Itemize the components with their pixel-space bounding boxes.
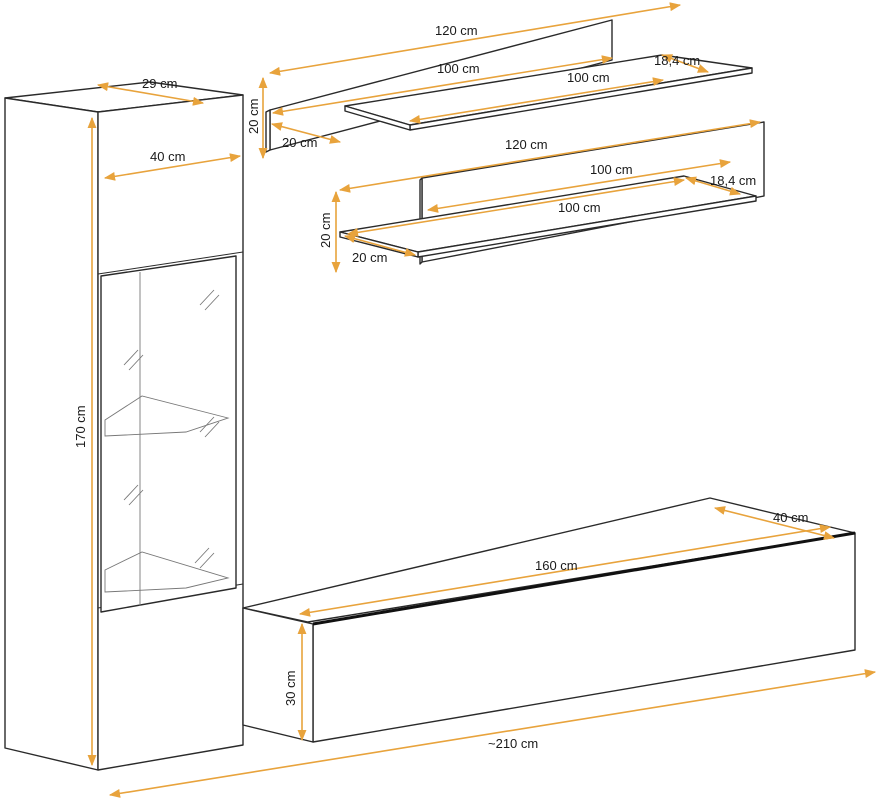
dim-line-top-panel-depth	[270, 122, 342, 144]
dim-line-total-width	[108, 669, 877, 798]
dim-line-mid-shelf-front	[346, 177, 686, 237]
dimension-labels: 29 cm 40 cm 170 cm 120 cm 20 cm 20 cm 10…	[73, 23, 808, 751]
label-top-panel-height: 20 cm	[246, 99, 261, 134]
cabinet-glass-door	[100, 255, 237, 613]
label-mid-shelf-front: 100 cm	[558, 200, 601, 215]
glass-reflection-3	[199, 416, 220, 438]
label-cabinet-width: 40 cm	[150, 149, 185, 164]
dim-line-mid-panel-depth	[343, 234, 417, 257]
glass-reflection-1	[199, 289, 220, 311]
label-top-panel-depth: 20 cm	[282, 135, 317, 150]
cabinet-upper-door-edge	[97, 251, 244, 275]
dimension-lines	[87, 2, 877, 798]
dim-line-cabinet-depth	[96, 82, 205, 106]
label-total-width: ~210 cm	[488, 736, 538, 751]
label-cabinet-height: 170 cm	[73, 405, 88, 448]
tv-unit	[242, 497, 856, 743]
glass-reflection-2	[123, 349, 144, 371]
label-top-panel-width: 120 cm	[435, 23, 478, 38]
dim-line-cabinet-width	[103, 153, 242, 181]
label-mid-panel-width: 120 cm	[505, 137, 548, 152]
dim-line-mid-shelf-depth	[684, 176, 742, 196]
label-mid-panel-height: 20 cm	[318, 213, 333, 248]
glass-shelf-lower	[104, 551, 230, 593]
label-mid-panel-depth: 20 cm	[352, 250, 387, 265]
label-mid-shelf-depth: 18,4 cm	[710, 173, 756, 188]
dim-line-top-shelf-front	[408, 77, 665, 124]
label-tv-height: 30 cm	[283, 671, 298, 706]
label-top-shelf-front: 100 cm	[567, 70, 610, 85]
label-top-shelf-back: 100 cm	[437, 61, 480, 76]
label-tv-width: 160 cm	[535, 558, 578, 573]
tall-cabinet	[4, 81, 244, 771]
label-mid-shelf-back: 100 cm	[590, 162, 633, 177]
dim-line-tv-width	[298, 524, 832, 617]
label-cabinet-depth: 29 cm	[142, 76, 177, 91]
glass-reflection-4	[123, 484, 144, 506]
label-top-shelf-depth: 18,4 cm	[654, 53, 700, 68]
label-tv-depth: 40 cm	[773, 510, 808, 525]
dim-line-tv-depth	[713, 506, 836, 540]
dim-line-top-shelf-depth	[660, 54, 710, 73]
glass-reflection-5	[194, 547, 215, 569]
top-panel-edge	[265, 109, 271, 153]
